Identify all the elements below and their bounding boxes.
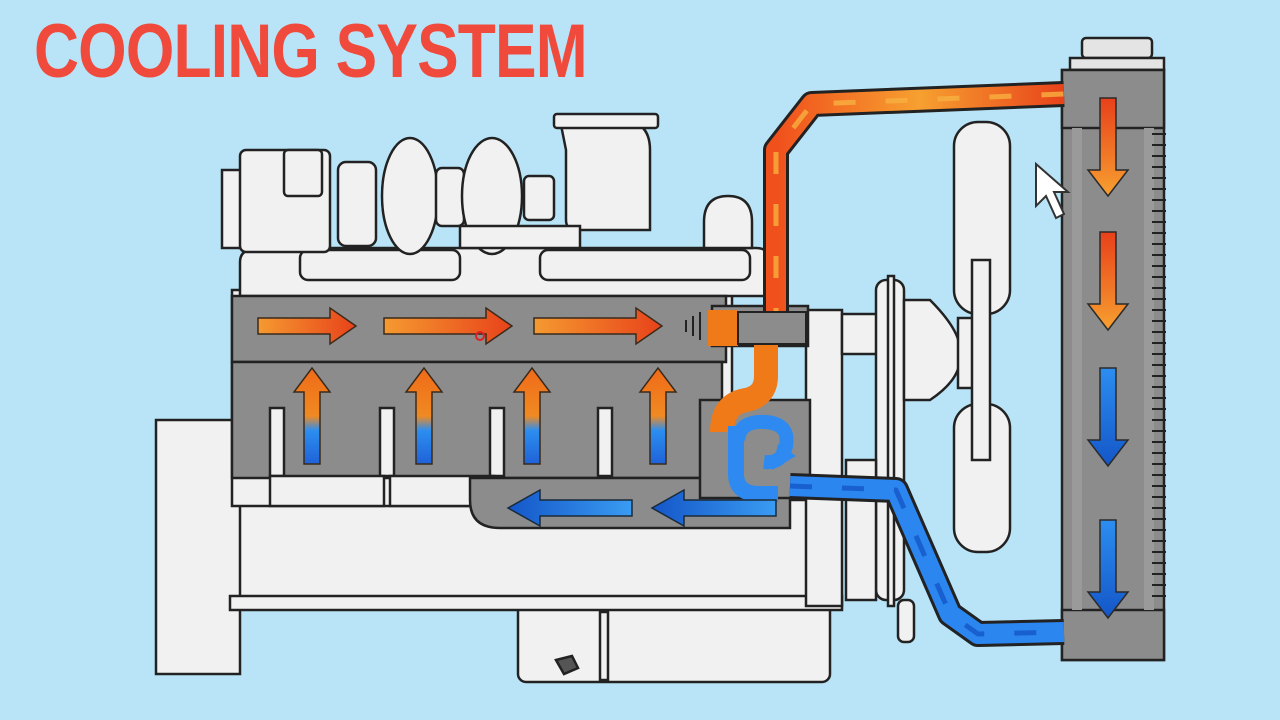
filler-dome [702, 194, 754, 250]
mouse-pointer-icon [1035, 161, 1071, 220]
pulley-groove [886, 274, 896, 608]
hot-flow-arrow-icon [383, 306, 514, 346]
exhaust-elbow [558, 118, 652, 232]
cold-flow-arrow-icon [1086, 519, 1130, 620]
hot-flow-arrow-icon [292, 366, 332, 465]
turbine-housing [522, 174, 556, 222]
fan-hub [902, 298, 962, 402]
upper-radiator-hose [763, 81, 1065, 330]
thermostat-passage [710, 336, 778, 433]
oil-pan-lower [598, 610, 610, 682]
page-title: COOLING SYSTEM [34, 9, 588, 94]
cylinder-bores [268, 474, 496, 508]
engine [154, 112, 1012, 684]
radiator-cap [1080, 36, 1154, 60]
cold-flow-arrow-icon [1086, 367, 1130, 468]
radiator-bottom-tank [1060, 608, 1166, 662]
hot-flow-arrow-icon [257, 306, 358, 346]
hot-flow-arrow-icon [404, 366, 444, 465]
radiator-cap-neck [1068, 56, 1166, 72]
turbo-shaft [434, 166, 466, 228]
return-flow-arrows [506, 488, 777, 528]
radiator-inner-right [1144, 128, 1154, 610]
upper-flow-arrows [257, 306, 664, 346]
compressor-wheel [380, 136, 440, 256]
cylinder-walls [268, 406, 614, 478]
cylinder-flow-arrows [292, 366, 678, 465]
bell-housing [154, 418, 242, 676]
turbo-pedestal [458, 224, 582, 250]
cold-flow-arrow-icon [506, 488, 633, 528]
hot-flow-arrow-icon [1086, 97, 1130, 198]
rocker-cover-left [298, 248, 462, 282]
compressor-housing [336, 160, 378, 248]
radiator-flow-arrows [1086, 97, 1130, 620]
hot-flow-arrow-icon [512, 366, 552, 465]
intake-flange [282, 148, 324, 198]
radiator-fins [1152, 133, 1166, 597]
block-base [228, 594, 844, 612]
probe-dot [475, 331, 485, 341]
fan-spindle [970, 258, 992, 462]
hot-flow-arrow-icon [1086, 231, 1130, 332]
hot-flow-arrow-icon [638, 366, 678, 465]
thermostat-icon [685, 310, 807, 346]
support-bracket [896, 598, 916, 644]
timing-cover [804, 308, 844, 608]
rocker-cover-right [538, 248, 752, 282]
radiator-inner-left [1072, 128, 1082, 610]
cold-flow-arrow-icon [650, 488, 777, 528]
exhaust-flange [552, 112, 660, 130]
drain-plug-icon [554, 654, 580, 676]
hot-flow-arrow-icon [533, 306, 664, 346]
